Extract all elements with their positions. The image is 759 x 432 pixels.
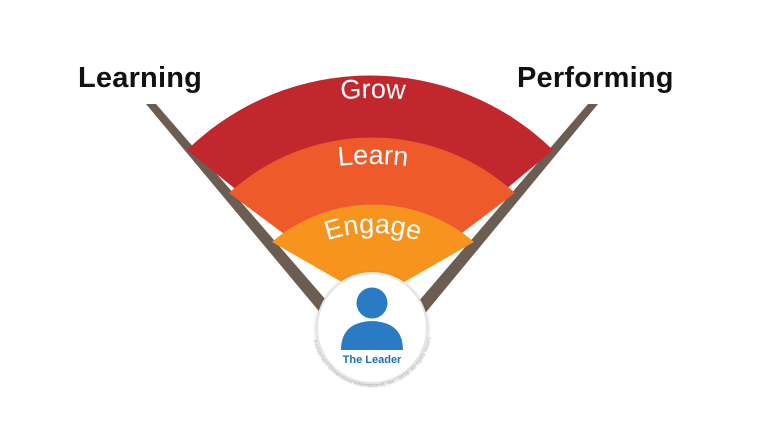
funnel-right-wall bbox=[394, 104, 598, 334]
engage-layer bbox=[272, 204, 474, 300]
person-icon-body bbox=[341, 321, 403, 350]
performing-label: Performing bbox=[517, 62, 674, 94]
grow-label: Grow bbox=[340, 74, 407, 105]
person-icon bbox=[341, 287, 403, 350]
funnel-left-wall bbox=[146, 104, 352, 334]
leader-label: The Leader bbox=[343, 354, 402, 366]
grow-label-path: Grow bbox=[340, 74, 407, 105]
learning-label: Learning bbox=[78, 62, 203, 94]
learn-label-path: Learn bbox=[336, 140, 409, 172]
person-icon-head bbox=[356, 287, 388, 319]
learn-label: Learn bbox=[336, 140, 409, 172]
